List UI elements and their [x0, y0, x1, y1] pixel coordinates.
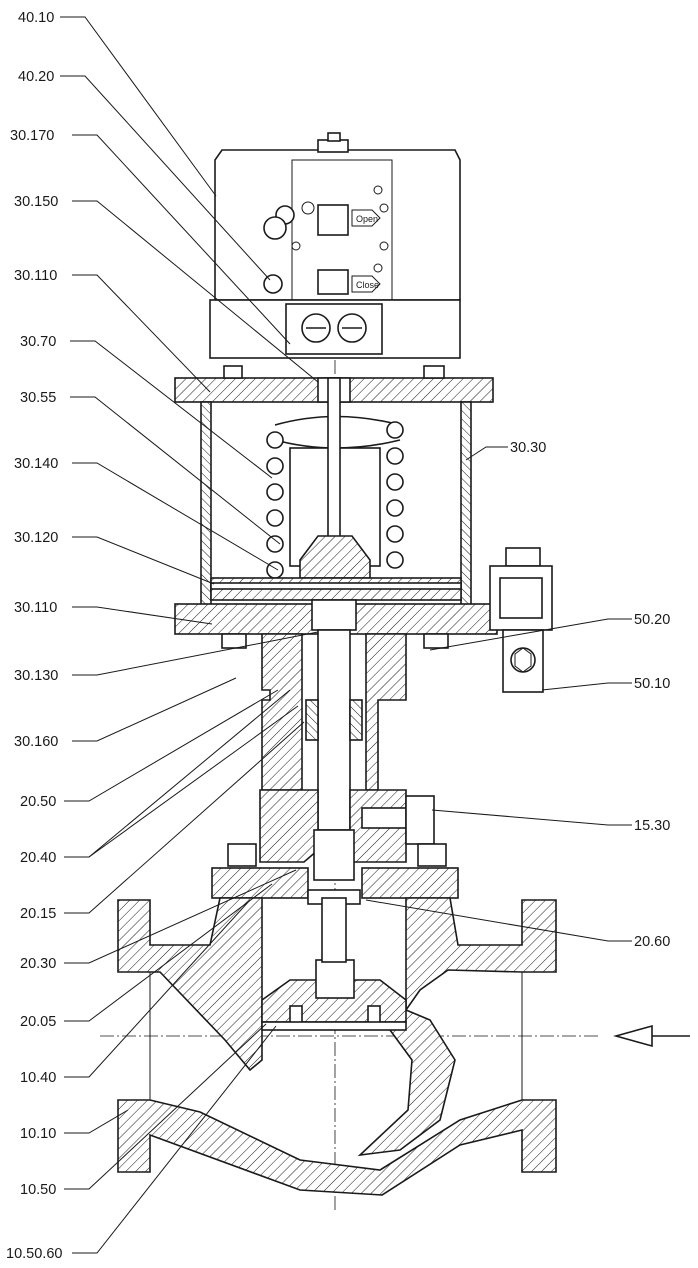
close-label: Close — [356, 280, 379, 290]
stem-guide-insert — [361, 807, 407, 829]
lower-stem — [321, 897, 347, 963]
label-40-20: 40.20 — [18, 69, 54, 85]
leader-10-50-60 — [72, 1025, 277, 1254]
label-30-110-top: 30.110 — [14, 268, 57, 284]
leader-40-10 — [60, 16, 217, 197]
actuator-stem — [327, 377, 341, 539]
seat-ring — [261, 1021, 407, 1031]
label-10-10: 10.10 — [20, 1126, 56, 1142]
position-switch — [405, 795, 435, 845]
leader-10-10 — [64, 1109, 129, 1134]
leader-30-150 — [72, 200, 319, 383]
label-10-40: 10.40 — [20, 1070, 56, 1086]
flow-direction-arrow — [613, 1024, 690, 1048]
label-30-70: 30.70 — [20, 334, 56, 350]
open-label: Open — [356, 214, 378, 224]
label-20-50: 20.50 — [20, 794, 56, 810]
label-30-55: 30.55 — [20, 390, 56, 406]
leader-30-170 — [72, 134, 291, 345]
leader-30-130 — [72, 631, 319, 676]
leader-20-30 — [64, 869, 297, 964]
leader-30-160 — [72, 677, 237, 742]
leader-15-30 — [431, 809, 632, 826]
seat-partition — [357, 1009, 456, 1157]
valve-stem — [317, 629, 351, 831]
label-30-160: 30.160 — [14, 734, 58, 750]
body-flange-right — [361, 867, 459, 899]
leader-20-50 — [64, 689, 279, 802]
nut-right-upper — [423, 365, 445, 379]
yoke-right — [365, 633, 407, 791]
plug-nut — [315, 959, 355, 999]
bonnet-nut-right — [417, 843, 447, 867]
solenoid-valve — [489, 547, 553, 693]
leader-30-120 — [72, 536, 215, 585]
leader-10-50 — [64, 1023, 267, 1190]
valve-body-upper — [117, 897, 263, 1072]
label-50-20: 50.20 — [634, 612, 670, 628]
leader-50-20 — [429, 618, 632, 651]
leader-40-20 — [60, 75, 271, 281]
nut-left-upper — [223, 365, 243, 379]
label-50-10: 50.10 — [634, 676, 670, 692]
leader-20-40-b — [88, 705, 299, 858]
label-30-30: 30.30 — [510, 440, 546, 456]
stem-coupling — [311, 599, 357, 631]
valve-body-lower — [117, 1099, 557, 1196]
left-label-group: 40.10 40.20 30.170 30.150 30.110 30.70 3… — [6, 10, 319, 1262]
leader-30-55 — [70, 396, 281, 545]
right-label-group: 30.30 50.20 50.10 15.30 20.60 — [365, 440, 670, 950]
bonnet-nut-left — [227, 843, 257, 867]
label-30-140: 30.140 — [14, 456, 58, 472]
leader-30-140 — [72, 462, 279, 571]
leader-30-30 — [465, 446, 508, 461]
label-20-05: 20.05 — [20, 1014, 56, 1030]
packing-rings — [305, 699, 363, 741]
valve-body-right-upper — [405, 897, 557, 1013]
nut-right-lower — [423, 633, 449, 649]
label-20-30: 20.30 — [20, 956, 56, 972]
stem-connector — [313, 829, 355, 881]
label-30-120: 30.120 — [14, 530, 58, 546]
yoke-left — [261, 633, 303, 791]
label-20-15: 20.15 — [20, 906, 56, 922]
piston-seal — [210, 582, 462, 590]
leader-30-110-bottom — [72, 606, 213, 625]
label-30-130: 30.130 — [14, 668, 58, 684]
label-40-10: 40.10 — [18, 10, 54, 26]
leader-50-10 — [541, 682, 632, 691]
bonnet-left — [259, 789, 319, 863]
label-30-110-bottom: 30.110 — [14, 600, 57, 616]
label-20-60: 20.60 — [634, 934, 670, 950]
nut-left-lower — [221, 633, 247, 649]
leader-20-40-a — [64, 689, 291, 858]
leader-30-70 — [70, 340, 273, 479]
leader-30-110-top — [72, 274, 211, 393]
label-20-40: 20.40 — [20, 850, 56, 866]
actuator-housing: Open Close — [209, 132, 461, 359]
leader-20-15 — [64, 721, 305, 914]
leader-20-05 — [64, 883, 273, 1022]
leader-10-40 — [64, 899, 251, 1078]
label-15-30: 15.30 — [634, 818, 670, 834]
label-30-170: 30.170 — [10, 128, 54, 144]
label-10-50: 10.50 — [20, 1182, 56, 1198]
label-10-50-60: 10.50.60 — [6, 1246, 62, 1262]
leader-20-60 — [365, 899, 632, 942]
label-30-150: 30.150 — [14, 194, 58, 210]
